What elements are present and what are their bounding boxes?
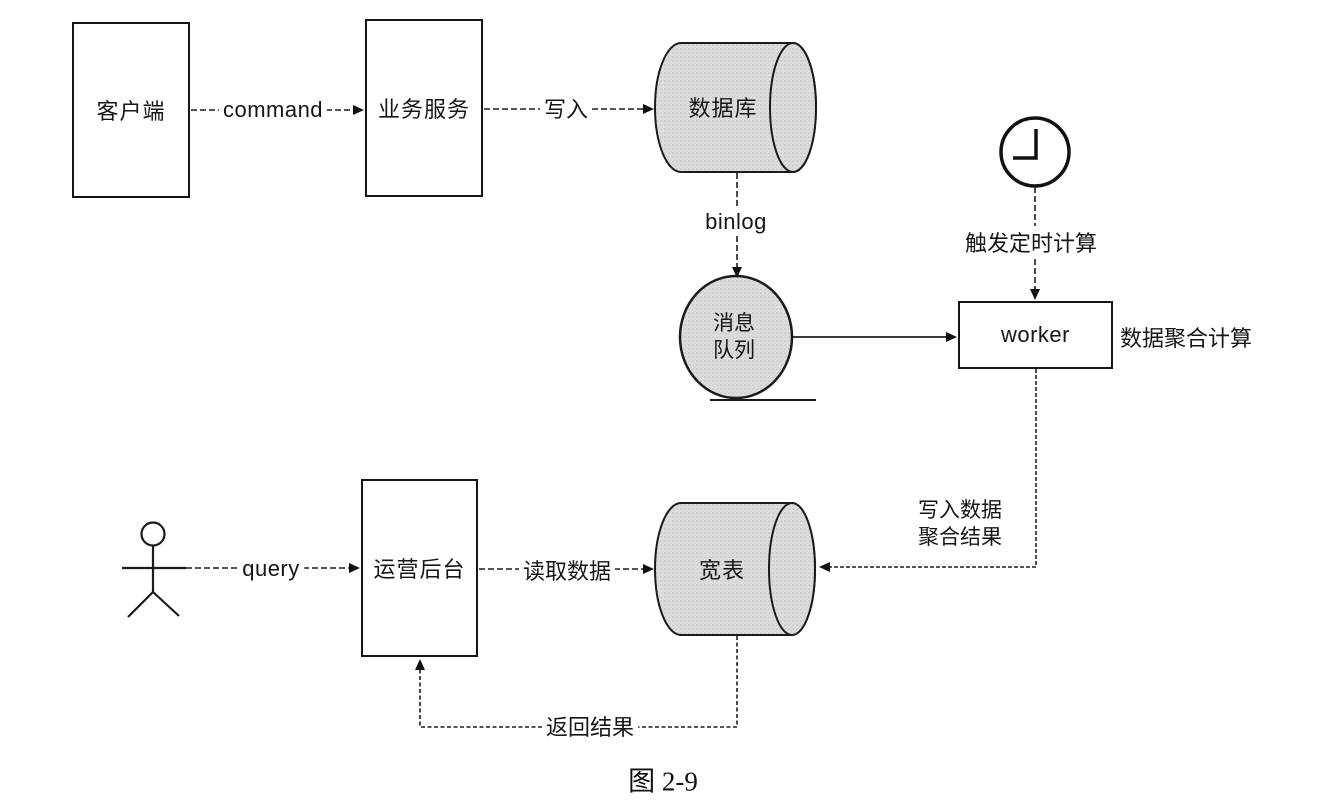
client-node: 客户端 [72,22,190,198]
database-label: 数据库 [688,96,758,121]
wide-table-cylinder [654,502,816,636]
queue-to-worker-arrow [793,332,957,342]
write-aggregate-edge-label: 写入数据 聚合结果 [918,497,1002,551]
write-arrow [484,104,654,114]
write-aggregate-arrow [819,369,1037,572]
message-queue-circle [678,274,816,401]
return-result-edge-label: 返回结果 [541,710,639,742]
clock-icon [999,116,1071,188]
query-edge-label: query [238,556,304,582]
write-aggregate-label-line2: 聚合结果 [918,526,1002,549]
business-service-label: 业务服务 [377,97,470,122]
ops-backend-label: 运营后台 [373,557,466,582]
database-cylinder [654,42,817,173]
wide-table-label: 宽表 [698,558,746,583]
command-edge-label: command [218,97,328,123]
write-aggregate-label-line1: 写入数据 [918,499,1002,522]
client-label: 客户端 [96,99,166,124]
figure-caption: 图 2-9 [628,766,698,797]
write-edge-label: 写入 [539,92,593,124]
message-queue-label-line2: 队列 [713,339,755,362]
worker-annotation-label: 数据聚合计算 [1119,326,1253,351]
message-queue-label: 消息 队列 [713,310,755,364]
worker-label: worker [1000,322,1070,347]
actor-icon [122,521,186,618]
binlog-edge-label: binlog [701,209,771,235]
read-data-edge-label: 读取数据 [518,554,616,586]
business-service-node: 业务服务 [365,19,483,197]
trigger-timer-edge-label: 触发定时计算 [960,226,1102,258]
worker-node: worker [958,301,1113,369]
ops-backend-node: 运营后台 [361,479,478,657]
message-queue-label-line1: 消息 [713,312,755,335]
